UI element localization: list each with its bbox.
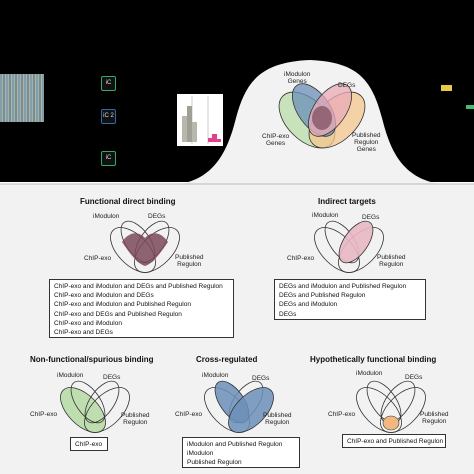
venn-indirect bbox=[314, 220, 384, 273]
crossregulated-item: Published Regulon bbox=[187, 459, 242, 467]
indirect-label-chipexo: ChIP-exo bbox=[287, 255, 315, 262]
functional-item: ChIP-exo and DEGs and Published Regulon bbox=[54, 310, 182, 318]
histogram-thumbnail bbox=[177, 94, 223, 146]
ic-icon-3: iC bbox=[101, 151, 116, 166]
indirect-item: DEGs and iModulon bbox=[279, 301, 338, 309]
nonfunctional-list-box: ChIP-exo bbox=[70, 437, 108, 451]
functional-item: ChIP-exo and iModulon and Published Regu… bbox=[54, 301, 191, 309]
ic-icon-2: iC 2 bbox=[101, 109, 116, 124]
functional-item: ChIP-exo and iModulon and DEGs bbox=[54, 292, 154, 300]
heatmap-thumbnail bbox=[0, 74, 44, 122]
nonfunctional-label-published: Published Regulon bbox=[121, 412, 150, 426]
hypothetical-label-published: Published Regulon bbox=[420, 411, 449, 425]
nonfunctional-label-imodulon: iModulon bbox=[57, 372, 84, 379]
indirect-item: DEGs and Published Regulon bbox=[279, 292, 366, 300]
functional-item: ChIP-exo and DEGs bbox=[54, 329, 113, 337]
venn-nonfunctional bbox=[60, 380, 130, 433]
top-label-chipexo: ChIP-exo Genes bbox=[262, 133, 290, 147]
hypothetical-item: ChIP-exo and Published Regulon bbox=[347, 438, 444, 445]
panel-title-functional: Functional direct binding bbox=[80, 197, 176, 206]
hypothetical-label-degs: DEGs bbox=[405, 374, 423, 381]
nonfunctional-label-degs: DEGs bbox=[103, 374, 121, 381]
venn-crossregulated bbox=[204, 380, 274, 433]
panel-title-indirect: Indirect targets bbox=[318, 197, 376, 206]
top-label-imodulon: iModulon Genes bbox=[284, 71, 311, 85]
panel-title-hypothetical: Hypothetically functional binding bbox=[310, 355, 437, 364]
hypothetical-label-imodulon: iModulon bbox=[356, 370, 383, 377]
nonfunctional-item: ChIP-exo bbox=[75, 441, 103, 448]
top-label-degs: DEGs bbox=[338, 82, 356, 89]
indirect-list-box: DEGs and iModulon and Published Regulon … bbox=[274, 279, 426, 320]
functional-list-box: ChIP-exo and iModulon and DEGs and Publi… bbox=[49, 279, 234, 338]
indirect-item: DEGs and iModulon and Published Regulon bbox=[279, 283, 407, 290]
venn-functional bbox=[110, 220, 180, 273]
crossregulated-list-box: iModulon and Published Regulon iModulon … bbox=[182, 437, 300, 468]
crossregulated-label-imodulon: iModulon bbox=[202, 372, 229, 379]
indirect-item: DEGs bbox=[279, 310, 297, 318]
top-venn-diagram bbox=[278, 83, 366, 149]
crossregulated-label-published: Published Regulon bbox=[263, 412, 292, 426]
nonfunctional-label-chipexo: ChIP-exo bbox=[30, 411, 58, 418]
indirect-label-imodulon: iModulon bbox=[312, 212, 339, 219]
ic-icon-1: iC bbox=[101, 76, 116, 91]
functional-label-imodulon: iModulon bbox=[93, 213, 120, 220]
hypothetical-list-box: ChIP-exo and Published Regulon bbox=[342, 434, 446, 448]
functional-label-chipexo: ChIP-exo bbox=[84, 255, 112, 262]
functional-item: ChIP-exo and iModulon bbox=[54, 319, 122, 327]
crossregulated-item: iModulon bbox=[187, 450, 214, 458]
indirect-label-published: Published Regulon bbox=[377, 254, 406, 268]
yellow-marker bbox=[441, 85, 452, 91]
functional-label-degs: DEGs bbox=[148, 213, 166, 220]
crossregulated-label-degs: DEGs bbox=[252, 375, 270, 382]
indirect-label-degs: DEGs bbox=[362, 214, 380, 221]
hypothetical-label-chipexo: ChIP-exo bbox=[328, 411, 356, 418]
panel-title-crossregulated: Cross-regulated bbox=[196, 355, 258, 364]
venn-hypothetical bbox=[356, 380, 426, 433]
crossregulated-label-chipexo: ChIP-exo bbox=[175, 411, 203, 418]
panel-title-nonfunctional: Non-functional/spurious binding bbox=[30, 355, 154, 364]
green-marker bbox=[466, 105, 474, 109]
functional-label-published: Published Regulon bbox=[175, 254, 204, 268]
functional-item: ChIP-exo and iModulon and DEGs and Publi… bbox=[54, 283, 223, 290]
crossregulated-item: iModulon and Published Regulon bbox=[187, 441, 283, 448]
top-label-published: Published Regulon Genes bbox=[352, 132, 381, 153]
